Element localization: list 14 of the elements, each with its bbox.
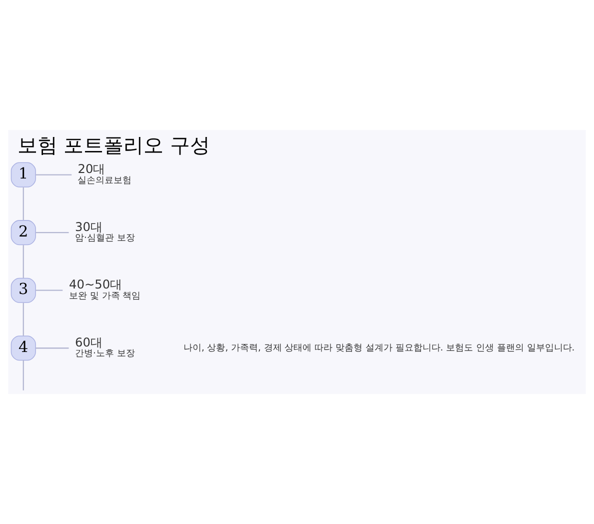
connector [36,348,69,349]
connector [36,290,63,291]
connector [36,174,72,176]
connector [22,360,24,390]
connector [36,232,69,234]
node-text: 40~50대 보완 및 가족 책임 [68,278,141,302]
caption: 나이, 상황, 가족력, 경제 상태에 따라 맞춤형 설계가 필요합니다. 보험도 인생 플랜의 일부입니다. [183,343,575,354]
node-text: 30대 암·심혈관 보장 [75,220,135,244]
node-text: 60대 간병·노후 보장 [75,335,135,360]
connector [22,302,24,336]
connector [22,245,24,278]
connector [22,187,24,220]
node-text: 20대 실손의료보험 [78,162,132,186]
diagram-title: 보험 포트폴리오 구성 [17,134,210,157]
